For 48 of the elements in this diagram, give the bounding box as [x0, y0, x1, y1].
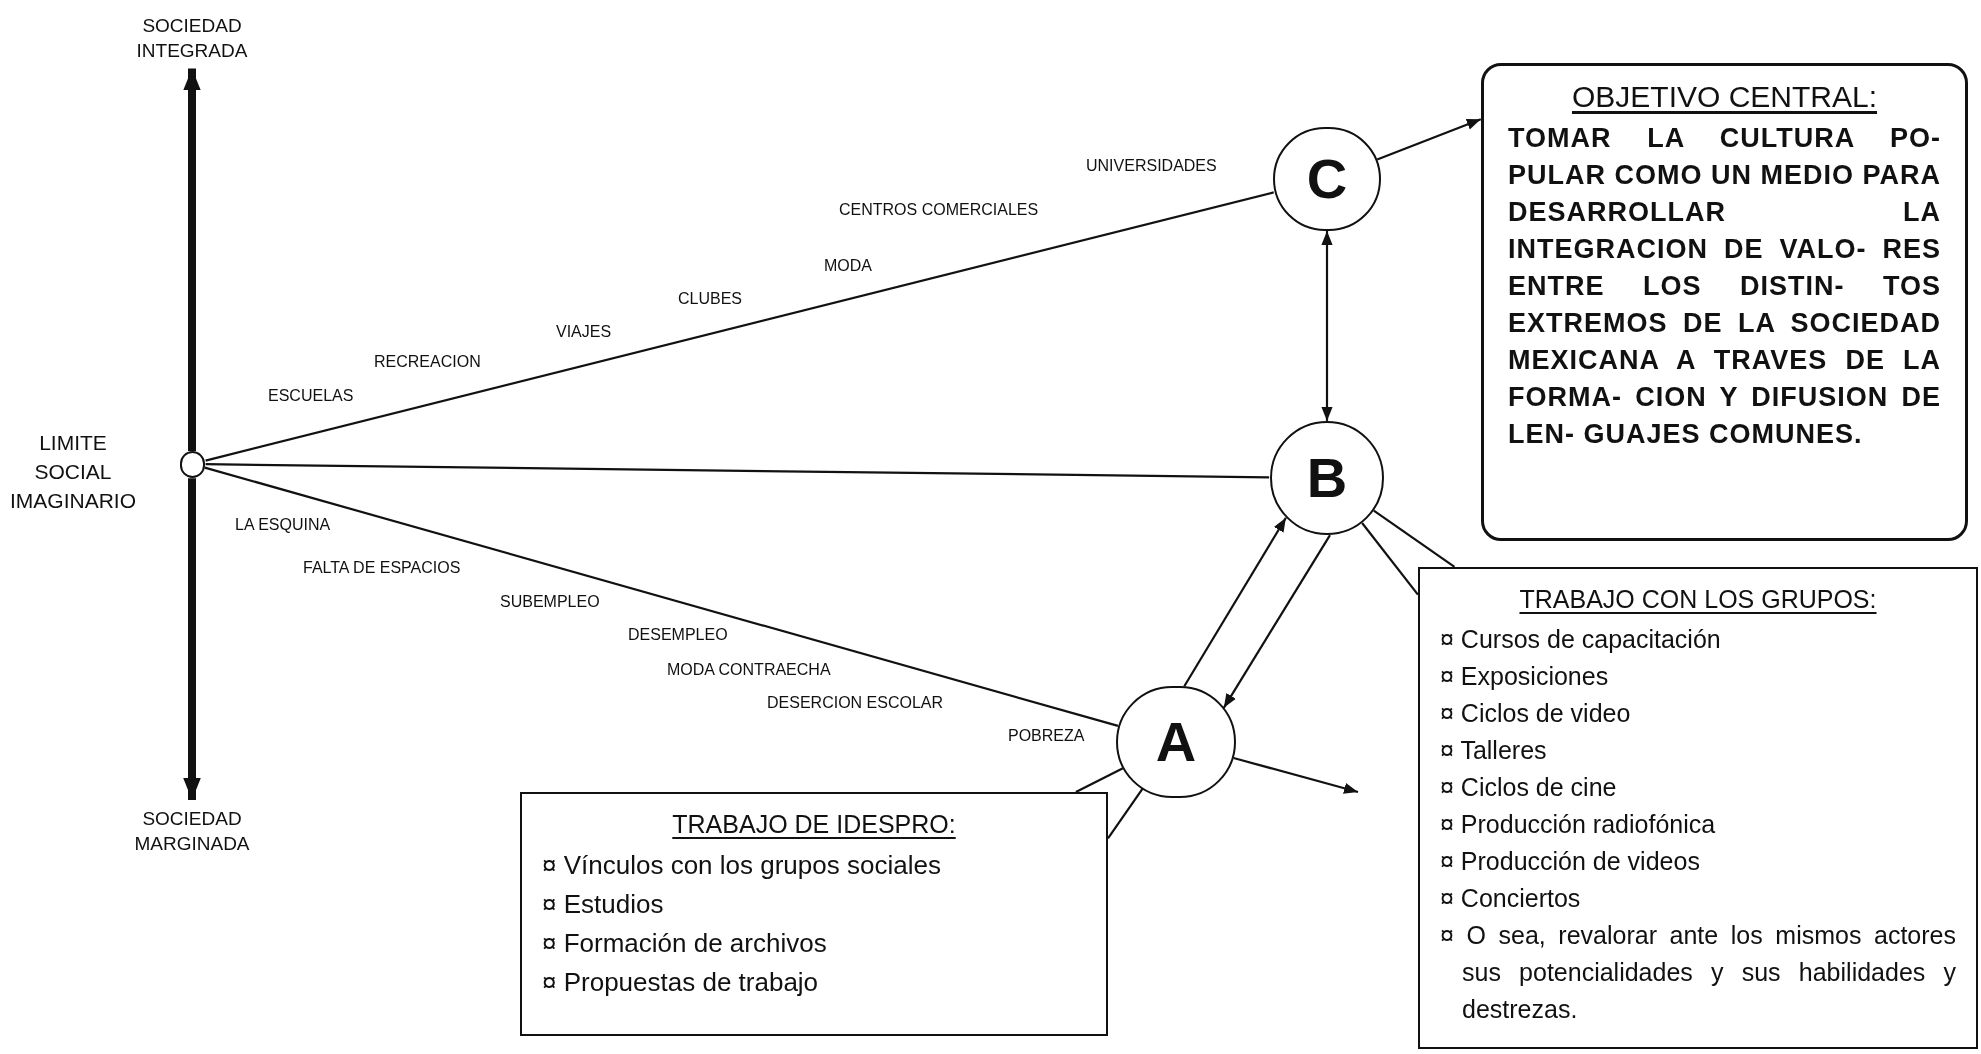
- connector-line: [1373, 509, 1456, 568]
- list-item: ¤ Cursos de capacitación: [1440, 624, 1722, 655]
- line-label: FALTA DE ESPACIOS: [303, 558, 461, 578]
- line-label: POBREZA: [1008, 726, 1085, 746]
- line-label: UNIVERSIDADES: [1086, 156, 1217, 176]
- line-label: RECREACION: [374, 352, 481, 372]
- line-label: SUBEMPLEO: [500, 592, 600, 612]
- connector-line: [1075, 767, 1124, 793]
- list-box: [520, 792, 1108, 1036]
- connector-line: [205, 191, 1274, 462]
- connector-line: [1107, 788, 1144, 840]
- list-item: ¤ Exposiciones: [1440, 661, 1610, 692]
- axis-label: SOCIEDAD INTEGRADA: [110, 8, 274, 68]
- line-label: CENTROS COMERCIALES: [839, 200, 1039, 220]
- arrow: [1222, 534, 1331, 709]
- box-heading: TRABAJO DE IDESPRO:: [671, 809, 957, 840]
- arrow: [1376, 118, 1482, 161]
- objective-text: TOMAR LA CULTURA PO- PULAR COMO UN MEDIO PARA DESARROLLAR LA INTEGRACION DE VALO- RES ENTRE LOS DISTIN- TOS EXTREMOS DE LA SOCIEDAD MEXICANA A TRAVES DE LA FORMA- CION Y DIFUSION DE LEN- GUAJES COMUNES.: [1508, 122, 1941, 451]
- line-label: CLUBES: [678, 289, 743, 309]
- list-item: ¤ Producción radiofónica: [1440, 809, 1717, 840]
- box-heading: TRABAJO CON LOS GRUPOS:: [1518, 584, 1878, 615]
- list-item: ¤ O sea, revalorar ante los mismos actores sus potencialidades y sus habilidades y destrezas.: [1440, 920, 1956, 1025]
- line-label: LA ESQUINA: [235, 515, 331, 535]
- list-item: ¤ Conciertos: [1440, 883, 1582, 914]
- line-label: MODA CONTRAECHA: [667, 660, 831, 680]
- connector-line: [1361, 522, 1419, 596]
- list-item: ¤ Ciclos de video: [1440, 698, 1632, 729]
- list-box: [1418, 567, 1978, 1049]
- list-item: ¤ Formación de archivos: [542, 927, 828, 960]
- line-label: DESEMPLEO: [628, 625, 728, 645]
- list-item: ¤ Ciclos de cine: [1440, 772, 1618, 803]
- list-item: ¤ Estudios: [542, 888, 665, 921]
- axis-label: LIMITE SOCIAL IMAGINARIO: [9, 430, 137, 514]
- arrow: [1233, 756, 1359, 794]
- list-item: ¤ Producción de videos: [1440, 846, 1701, 877]
- connector-line: [205, 463, 1270, 479]
- list-item: ¤ Vínculos con los grupos sociales: [542, 849, 942, 882]
- objective-box: [1481, 63, 1968, 541]
- arrow: [1321, 231, 1333, 421]
- list-item: ¤ Talleres: [1440, 735, 1548, 766]
- line-label: MODA: [824, 256, 872, 276]
- line-label: DESERCION ESCOLAR: [767, 693, 944, 713]
- line-label: VIAJES: [556, 322, 612, 342]
- arrow: [1183, 517, 1287, 687]
- line-label: ESCUELAS: [268, 386, 354, 406]
- axis-label: SOCIEDAD MARGINADA: [110, 800, 274, 862]
- list-item: ¤ Propuestas de trabajo: [542, 966, 820, 999]
- box-heading: OBJETIVO CENTRAL:: [1570, 79, 1879, 115]
